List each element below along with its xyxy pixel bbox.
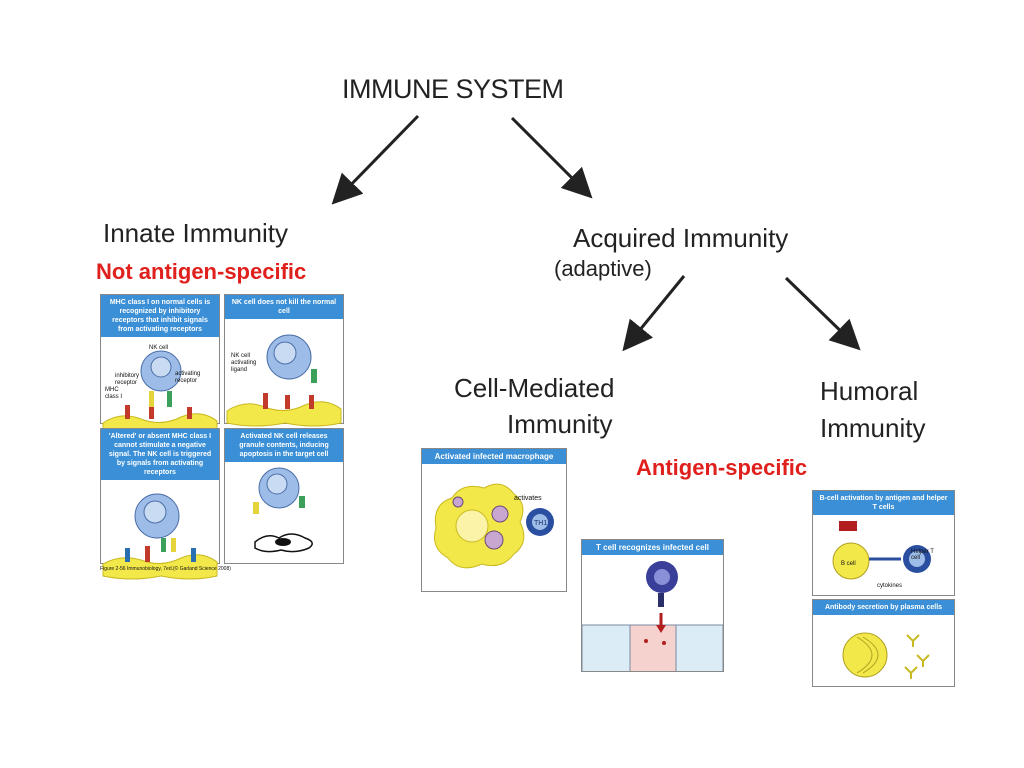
- nk-panel-1-header: MHC class I on normal cells is recognize…: [101, 295, 219, 337]
- nk-panel-2-illustration: [226, 334, 342, 427]
- th1-label: TH1: [534, 520, 547, 527]
- helper-t-label: Helper T cell: [911, 549, 934, 561]
- mhc-class-label: MHC class I: [105, 387, 123, 400]
- nk-panel-2-header: NK cell does not kill the normal cell: [225, 295, 343, 319]
- inhibitory-receptor-label: inhibitory receptor: [115, 373, 140, 386]
- nk-activating-ligand-label: NK cell activating ligand: [231, 353, 257, 373]
- diagram-title: IMMUNE SYSTEM: [342, 74, 564, 104]
- antibody-panel: Antibody secretion by plasma cells: [812, 599, 955, 687]
- cell-mediated-line1: Cell-Mediated: [454, 373, 615, 403]
- macrophage-header: Activated infected macrophage: [422, 449, 566, 464]
- tcell-illustration: [581, 561, 724, 674]
- activating-receptor-label: activating receptor: [175, 371, 201, 384]
- tcell-header: T cell recognizes infected cell: [582, 540, 723, 555]
- nk-panel-4-header: Activated NK cell releases granule conte…: [225, 429, 343, 462]
- b-cell-label: B cell: [841, 561, 856, 567]
- nk-panel-3-header: 'Altered' or absent MHC class I cannot s…: [101, 429, 219, 480]
- acquired-tag: Antigen-specific: [636, 455, 808, 480]
- antibody-illustration: [842, 632, 930, 679]
- adaptive-label: (adaptive): [554, 256, 652, 281]
- nk-panel-2: NK cell does not kill the normal cell NK…: [224, 294, 344, 427]
- innate-tag: Not antigen-specific: [96, 259, 307, 284]
- arrow-to-cell-mediated: [622, 275, 686, 352]
- nk-panel-3-illustration: [102, 493, 218, 580]
- macrophage-illustration: TH1: [434, 483, 554, 569]
- activates-label: activates: [514, 495, 542, 502]
- humoral-line2: Immunity: [820, 413, 926, 443]
- acquired-immunity-label: Acquired Immunity: [573, 223, 789, 253]
- nk-panel-4: Activated NK cell releases granule conte…: [224, 428, 344, 564]
- nk-cell-figure: MHC class I on normal cells is recognize…: [100, 294, 344, 584]
- nk-panel-1: MHC class I on normal cells is recognize…: [100, 294, 220, 439]
- macrophage-panel: Activated infected macrophage TH1 activa…: [421, 448, 567, 592]
- arrow-to-innate: [331, 114, 420, 205]
- nk-cell-label: NK cell: [149, 345, 169, 351]
- cytokines-label: cytokines: [877, 583, 903, 589]
- bcell-illustration: [832, 521, 931, 580]
- figure-caption: Figure 2-56 Immunobiology, 7ed.(© Garlan…: [100, 566, 231, 572]
- nk-panel-4-illustration: [253, 467, 313, 553]
- antibody-header: Antibody secretion by plasma cells: [813, 600, 954, 615]
- cell-mediated-line2: Immunity: [507, 409, 613, 439]
- tcell-panel: T cell recognizes infected cell: [581, 539, 724, 674]
- innate-immunity-label: Innate Immunity: [103, 218, 288, 248]
- arrow-to-acquired: [510, 116, 593, 199]
- arrow-to-humoral: [784, 276, 861, 351]
- bcell-header: B-cell activation by antigen and helper …: [813, 491, 954, 515]
- nk-panel-3: 'Altered' or absent MHC class I cannot s…: [100, 428, 220, 580]
- humoral-line1: Humoral: [820, 376, 919, 406]
- bcell-panel: B-cell activation by antigen and helper …: [812, 490, 955, 596]
